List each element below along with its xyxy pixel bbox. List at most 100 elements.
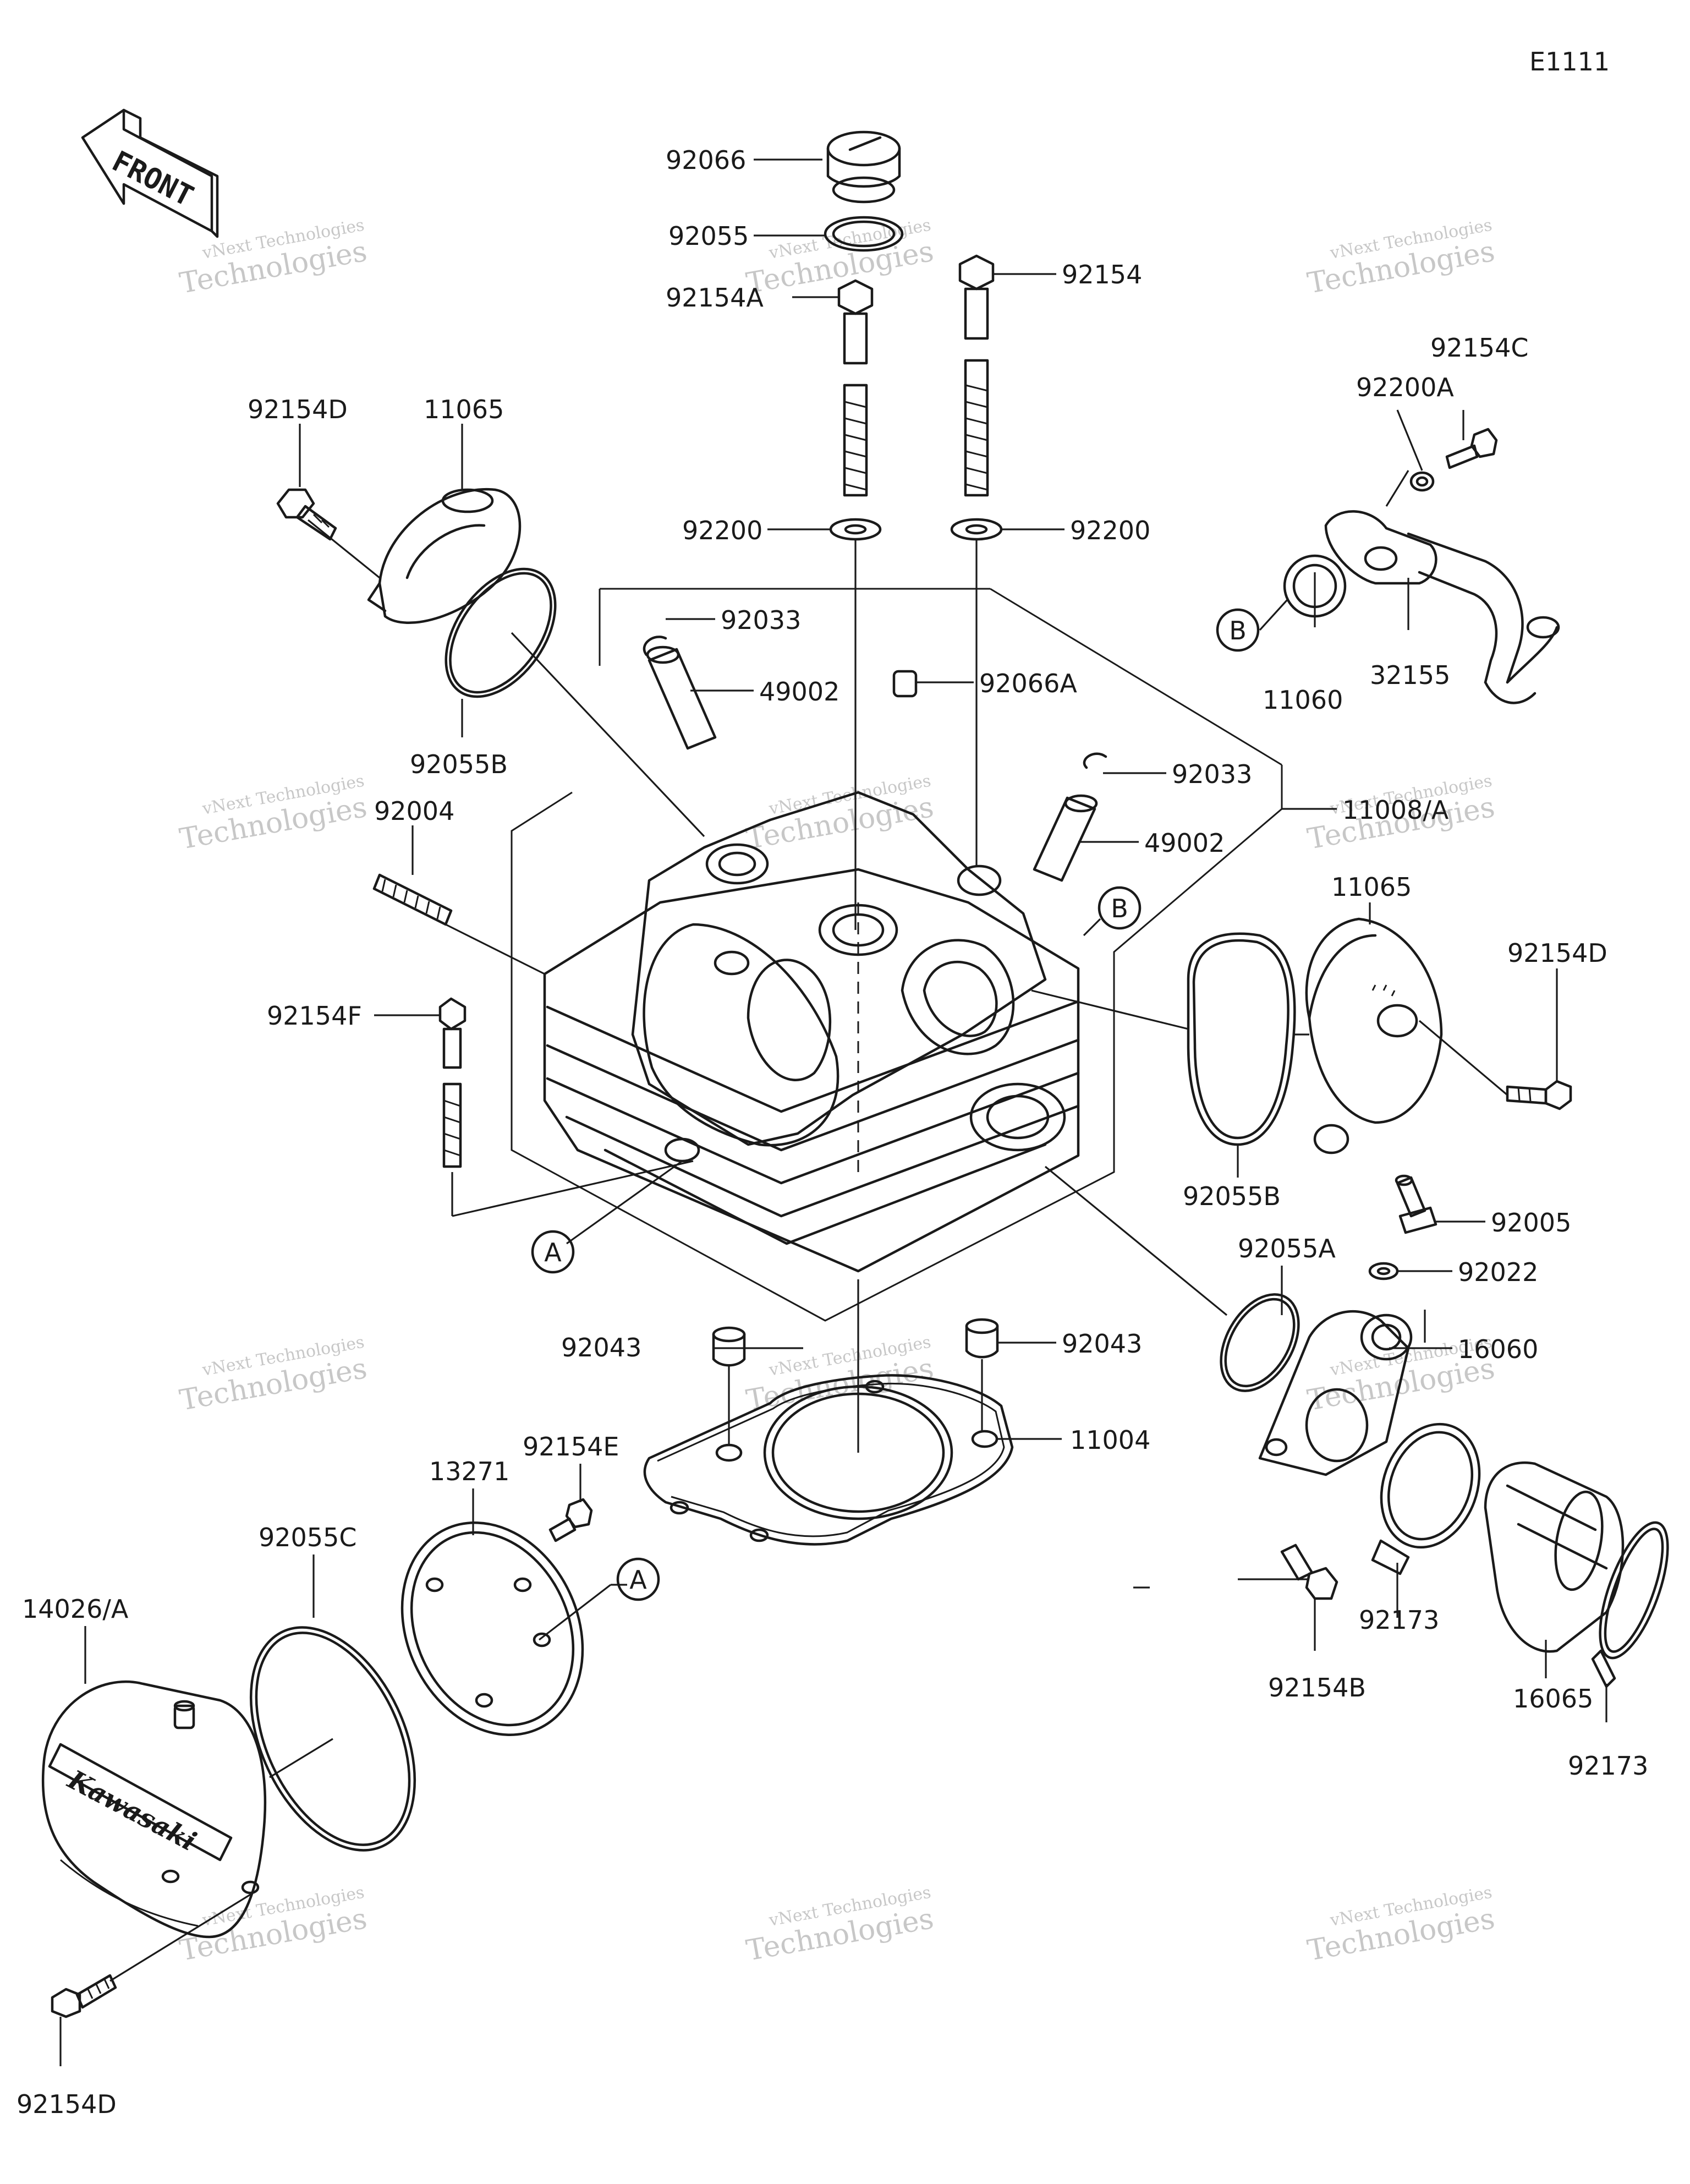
washer-92200-right bbox=[950, 518, 1003, 541]
washer-92200a bbox=[1409, 471, 1435, 492]
label-92154: 92154 bbox=[1062, 260, 1142, 289]
oil-filler-cap bbox=[826, 130, 901, 204]
leader-lines bbox=[59, 158, 1607, 2066]
washer-92022 bbox=[1368, 1262, 1399, 1280]
cover-13271 bbox=[400, 1521, 584, 1736]
label-92033-top: 92033 bbox=[721, 605, 801, 635]
label-92154b: 92154B bbox=[1268, 1673, 1366, 1703]
label-92066a: 92066A bbox=[979, 669, 1077, 698]
watermark: vNext Technologies Technologies bbox=[177, 1883, 369, 1968]
label-92055a: 92055A bbox=[1238, 1234, 1336, 1263]
watermark: vNext Technologies Technologies bbox=[177, 771, 369, 856]
part-labels: 92066 92055 92154A 92154 92154C 92200A 9… bbox=[17, 145, 1648, 2119]
label-92200-left: 92200 bbox=[682, 516, 762, 545]
valve-cover-11065-left bbox=[367, 488, 522, 624]
diagram-code: E1111 bbox=[1529, 47, 1610, 76]
label-92154d-top: 92154D bbox=[248, 395, 348, 424]
label-92154f: 92154F bbox=[267, 1001, 362, 1031]
head-cover-14026a: Kawasaki bbox=[41, 1680, 267, 1939]
breather-pipe-32155 bbox=[1324, 510, 1560, 704]
label-49002-mid: 49002 bbox=[1144, 828, 1225, 858]
label-92173-b: 92173 bbox=[1568, 1751, 1648, 1781]
front-arrow-icon: FRONT bbox=[81, 108, 219, 238]
stud-92004 bbox=[372, 873, 453, 926]
label-11060: 11060 bbox=[1263, 685, 1343, 715]
label-92043-right: 92043 bbox=[1062, 1329, 1142, 1359]
label-92004: 92004 bbox=[374, 796, 454, 826]
label-11008a: 11008/A bbox=[1342, 795, 1449, 825]
label-14026a: 14026/A bbox=[22, 1594, 129, 1624]
label-92173-a: 92173 bbox=[1359, 1605, 1439, 1635]
dowel-92043-right bbox=[965, 1318, 999, 1359]
watermark: vNext Technologies Technologies bbox=[177, 1333, 369, 1417]
label-16065: 16065 bbox=[1513, 1684, 1593, 1714]
label-13271: 13271 bbox=[429, 1457, 509, 1486]
callout-a-cover: A bbox=[616, 1557, 660, 1601]
label-92154e: 92154E bbox=[523, 1432, 619, 1462]
label-92043-left: 92043 bbox=[561, 1333, 641, 1362]
watermark: vNext Technologies Technologies bbox=[1305, 216, 1497, 300]
o-ring-92055b-left bbox=[445, 567, 557, 698]
svg-text:A: A bbox=[544, 1238, 562, 1267]
bolt-92154 bbox=[958, 254, 995, 497]
label-92154c: 92154C bbox=[1430, 333, 1528, 363]
watermark: vNext Technologies Technologies bbox=[744, 1883, 936, 1968]
fitting-92005 bbox=[1395, 1174, 1437, 1234]
label-92200a: 92200A bbox=[1356, 373, 1454, 402]
front-label: FRONT bbox=[107, 145, 199, 214]
label-92033-mid: 92033 bbox=[1172, 759, 1252, 789]
intake-manifold-16060 bbox=[1258, 1310, 1413, 1476]
bolt-92154d-bottom-left bbox=[51, 1974, 117, 2018]
label-49002-top: 49002 bbox=[759, 677, 839, 707]
label-92154d-right: 92154D bbox=[1507, 938, 1607, 968]
label-92055b-left: 92055B bbox=[410, 749, 508, 779]
bolt-92154b bbox=[1280, 1543, 1338, 1600]
o-ring-92055 bbox=[824, 216, 904, 252]
svg-text:B: B bbox=[1229, 616, 1247, 645]
label-92055: 92055 bbox=[668, 221, 749, 251]
bolt-92154f bbox=[438, 997, 467, 1168]
label-11065-right: 11065 bbox=[1331, 872, 1412, 902]
svg-text:A: A bbox=[629, 1565, 647, 1595]
svg-text:B: B bbox=[1111, 894, 1128, 923]
label-92005: 92005 bbox=[1491, 1208, 1571, 1238]
callout-b-breather: B bbox=[1216, 608, 1260, 652]
valve-guide-49002-mid bbox=[1033, 752, 1107, 882]
valve-guide-49002-top bbox=[643, 636, 717, 750]
label-92055c: 92055C bbox=[259, 1523, 356, 1552]
label-92055b-right: 92055B bbox=[1183, 1181, 1281, 1211]
bolt-92154e bbox=[548, 1498, 593, 1542]
bolt-92154d-right bbox=[1506, 1080, 1572, 1110]
bolt-92154c bbox=[1445, 428, 1498, 469]
label-11004: 11004 bbox=[1070, 1425, 1150, 1455]
bolt-92154d-top-left bbox=[276, 488, 337, 541]
o-ring-92055c bbox=[249, 1626, 416, 1852]
dowel-92043-left bbox=[712, 1326, 746, 1367]
head-gasket-11004 bbox=[643, 1374, 1014, 1546]
o-ring-92055b-right bbox=[1187, 932, 1296, 1146]
cylinder-head bbox=[511, 588, 1283, 1322]
callout-b-head: B bbox=[1098, 886, 1142, 930]
label-92066: 92066 bbox=[666, 145, 746, 175]
callout-a-head: A bbox=[531, 1230, 575, 1274]
washer-hole bbox=[844, 524, 867, 535]
washer-hole bbox=[965, 524, 988, 535]
label-32155: 32155 bbox=[1370, 660, 1450, 690]
dowel-92066a bbox=[892, 670, 918, 698]
label-16060: 16060 bbox=[1458, 1334, 1538, 1364]
washer-92200-left bbox=[829, 518, 882, 541]
label-92200-right: 92200 bbox=[1070, 516, 1150, 545]
watermark: vNext Technologies Technologies bbox=[1305, 1883, 1497, 1968]
label-11065-left: 11065 bbox=[424, 395, 504, 424]
clamp-band-92173 bbox=[1371, 1422, 1481, 1575]
label-92022: 92022 bbox=[1458, 1257, 1538, 1287]
o-ring-92055a bbox=[1220, 1293, 1300, 1392]
watermark: vNext Technologies Technologies bbox=[177, 216, 369, 300]
intake-joint-16065 bbox=[1484, 1461, 1625, 1653]
label-92154a: 92154A bbox=[666, 283, 764, 313]
label-92154d-bottom: 92154D bbox=[17, 2089, 117, 2119]
bolt-92154a bbox=[837, 279, 874, 497]
valve-cover-11065-right bbox=[1305, 917, 1443, 1154]
